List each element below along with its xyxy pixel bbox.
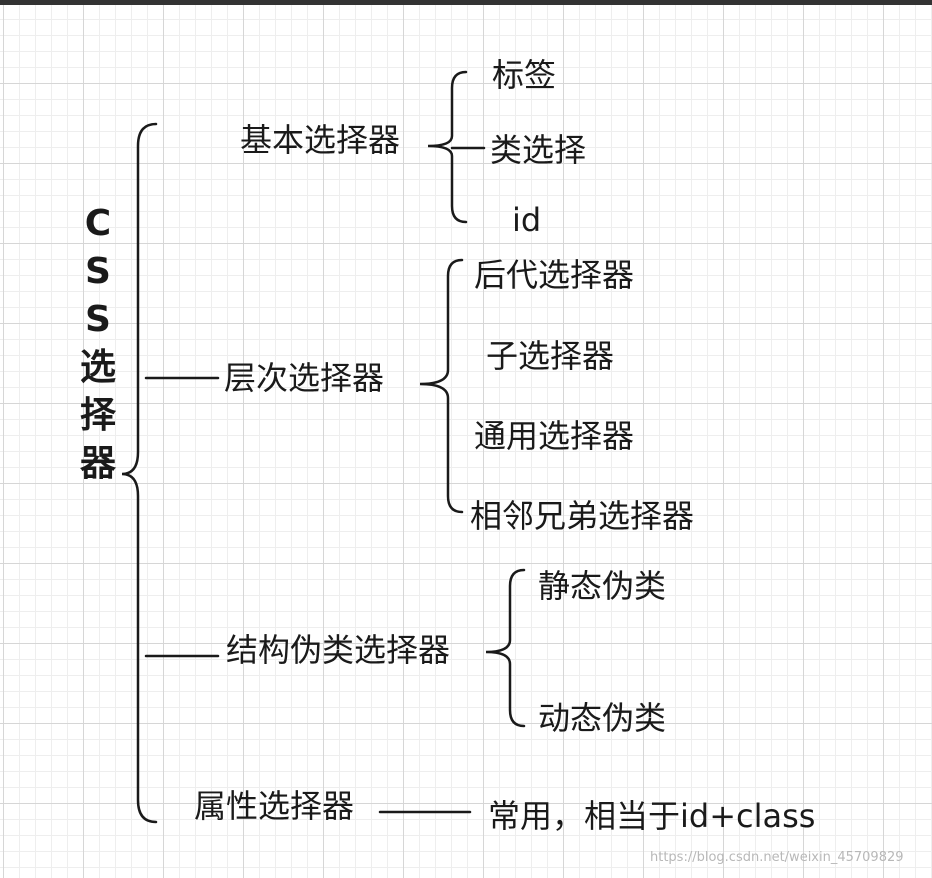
root-char: 选 (79, 347, 116, 388)
window-top-bar (0, 0, 932, 5)
node-basic-selectors: 基本选择器 (240, 121, 401, 159)
node-class-selector: 类选择 (490, 131, 587, 169)
node-attribute-note: 常用，相当于id+class (488, 797, 816, 835)
node-static-pseudo-class: 静态伪类 (538, 567, 667, 605)
node-child-selector: 子选择器 (486, 337, 615, 375)
brace-hierarchy (419, 258, 464, 514)
root-brace (121, 122, 158, 824)
node-dynamic-pseudo-class: 动态伪类 (538, 699, 667, 737)
node-attribute-selectors: 属性选择器 (194, 787, 355, 825)
node-id: id (512, 201, 542, 239)
brace-structural (485, 568, 526, 728)
brace-basic (427, 70, 468, 224)
root-char: S (85, 251, 111, 292)
node-tag: 标签 (492, 56, 557, 94)
node-descendant-selector: 后代选择器 (474, 256, 635, 294)
node-general-sibling-selector: 通用选择器 (474, 417, 635, 455)
root-title-css-selectors: C S S 选 择 器 (68, 200, 128, 488)
watermark: https://blog.csdn.net/weixin_45709829 (650, 850, 904, 865)
root-char: 择 (79, 395, 116, 436)
node-structural-pseudo-class-selectors: 结构伪类选择器 (226, 631, 451, 669)
node-hierarchy-selectors: 层次选择器 (224, 359, 385, 397)
root-char: S (85, 299, 111, 340)
node-adjacent-sibling-selector: 相邻兄弟选择器 (470, 497, 695, 535)
root-char: C (84, 203, 112, 244)
root-char: 器 (79, 443, 116, 484)
